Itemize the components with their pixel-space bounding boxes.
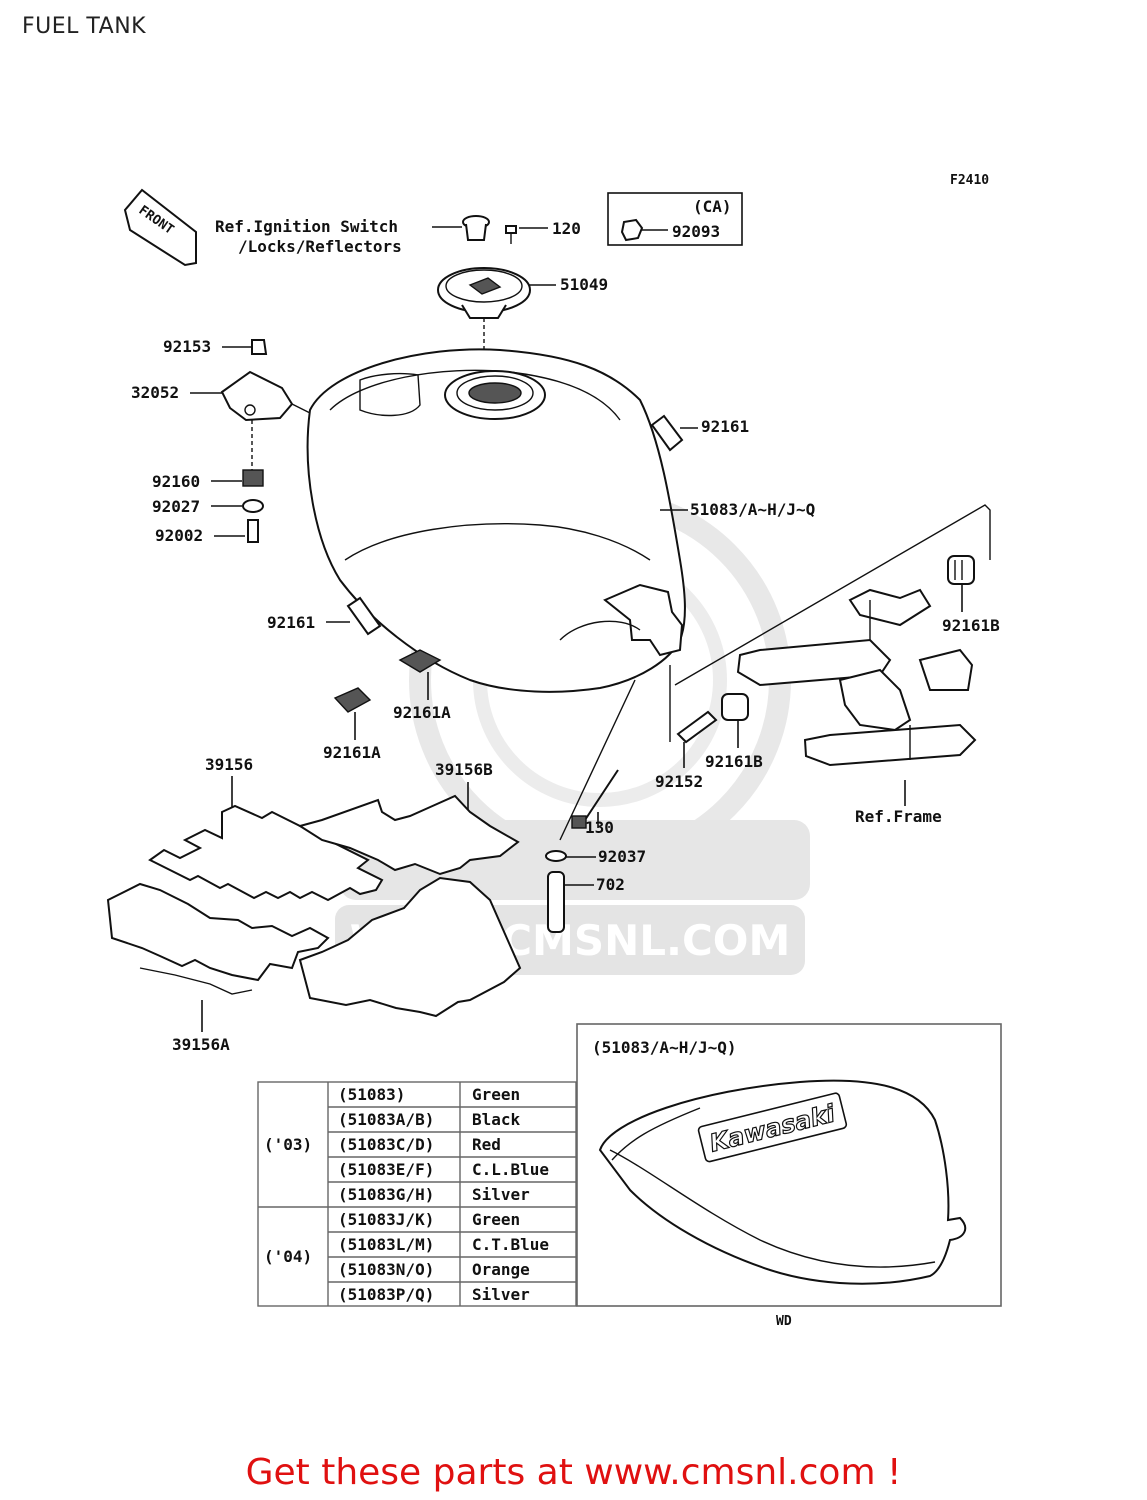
- diagram-code: F2410: [950, 173, 989, 188]
- fuel-tank: [306, 348, 686, 693]
- front-arrow-icon: FRONT: [123, 188, 197, 267]
- part-92152: 92152: [655, 772, 703, 791]
- table-cell-code: (51083L/M): [338, 1235, 434, 1254]
- bolt-120: [505, 225, 517, 244]
- page-title: FUEL TANK: [22, 14, 147, 39]
- ca-box: (CA) 92093: [607, 192, 743, 246]
- table-cell-code: (51083E/F): [338, 1160, 434, 1179]
- table-cell-color: Green: [472, 1210, 520, 1229]
- part-92161a-a: 92161A: [393, 703, 451, 722]
- table-cell-color: Silver: [472, 1285, 530, 1304]
- part-92161b-bottom: 92161B: [705, 752, 763, 771]
- part-92161b-top: 92161B: [942, 616, 1000, 635]
- part-39156: 39156: [205, 755, 253, 774]
- part-120: 120: [552, 219, 581, 238]
- table-cell-code: (51083C/D): [338, 1135, 434, 1154]
- part-51049: 51049: [560, 275, 608, 294]
- inset-footer: WD: [776, 1314, 792, 1329]
- part-92027: 92027: [152, 497, 200, 516]
- part-92161-left: 92161: [267, 613, 315, 632]
- table-cell-color: Silver: [472, 1185, 530, 1204]
- part-92037: 92037: [598, 847, 646, 866]
- part-702: 702: [596, 875, 625, 894]
- part-92161-top: 92161: [701, 417, 749, 436]
- part-92161a-b: 92161A: [323, 743, 381, 762]
- table-cell-code: (51083P/Q): [338, 1285, 434, 1304]
- filler-cap: [437, 267, 531, 319]
- frame-bracket: [674, 504, 991, 767]
- ca-box-label: (CA): [693, 197, 732, 216]
- table-cell-code: (51083N/O): [338, 1260, 434, 1279]
- color-table: ('03) ('04) (51083) Green (51083A/B) Bla…: [257, 1081, 577, 1307]
- table-cell-color: Orange: [472, 1260, 530, 1279]
- table-cell-color: Black: [472, 1110, 521, 1129]
- part-92002: 92002: [155, 526, 203, 545]
- part-130: 130: [585, 818, 614, 837]
- year-04: ('04): [264, 1247, 312, 1266]
- year-03: ('03): [264, 1135, 312, 1154]
- part-32052: 32052: [131, 383, 179, 402]
- table-cell-color: C.T.Blue: [472, 1235, 549, 1254]
- inset-box: (51083/A~H/J~Q) Kawasaki WD: [576, 1023, 1002, 1329]
- part-92093: 92093: [672, 222, 720, 241]
- table-cell-color: C.L.Blue: [472, 1160, 549, 1179]
- part-92160: 92160: [152, 472, 200, 491]
- table-cell-code: (51083): [338, 1085, 405, 1104]
- inset-title: (51083/A~H/J~Q): [592, 1038, 737, 1057]
- parts-diagram: WWW.CMSNL.COM F2410 FRONT Ref.Ignition S…: [106, 173, 1002, 1329]
- table-cell-code: (51083A/B): [338, 1110, 434, 1129]
- ref-ignition-label: Ref.Ignition Switch: [215, 217, 398, 236]
- promo-banner[interactable]: Get these parts at www.cmsnl.com !: [245, 1452, 902, 1493]
- part-51083: 51083/A~H/J~Q: [690, 500, 815, 519]
- part-92153: 92153: [163, 337, 211, 356]
- table-cell-color: Red: [472, 1135, 501, 1154]
- table-cell-code: (51083J/K): [338, 1210, 434, 1229]
- table-cell-code: (51083G/H): [338, 1185, 434, 1204]
- cap-plug: [462, 215, 490, 241]
- ref-frame-label: Ref.Frame: [855, 807, 942, 826]
- ref-locks-label: /Locks/Reflectors: [238, 237, 402, 256]
- table-cell-color: Green: [472, 1085, 520, 1104]
- part-39156b: 39156B: [435, 760, 493, 779]
- part-39156a: 39156A: [172, 1035, 230, 1054]
